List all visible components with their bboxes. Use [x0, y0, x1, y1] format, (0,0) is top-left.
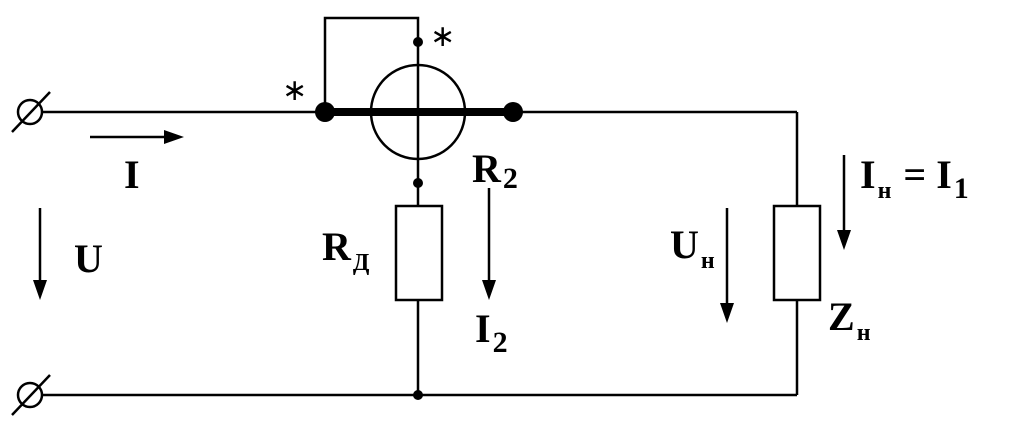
node-voltage-top	[413, 37, 423, 47]
node-bottom-junction	[413, 390, 423, 400]
arrow-meter-current	[482, 188, 496, 300]
load-impedance	[772, 204, 822, 302]
label-load-voltage: Uн	[670, 222, 715, 274]
label-added-resistor: RД	[322, 224, 370, 276]
star-mark-voltage: ∗	[430, 19, 455, 54]
arrow-source-voltage	[33, 208, 47, 300]
arrow-load-voltage	[720, 208, 734, 323]
resistor-rd	[394, 204, 444, 302]
node-voltage-bottom	[413, 178, 423, 188]
arrow-source-current	[90, 130, 184, 144]
label-load-current: Iн= I1	[860, 152, 969, 205]
voltage-coil-jumper	[323, 16, 420, 112]
node-current-in	[315, 102, 335, 122]
label-source-current: I	[124, 152, 140, 197]
label-meter-resistance: R2	[472, 146, 518, 195]
node-current-out	[503, 102, 523, 122]
arrow-load-current	[837, 155, 851, 250]
label-source-voltage: U	[74, 236, 103, 281]
wattmeter-circle	[369, 63, 467, 161]
star-mark-current: ∗	[282, 73, 307, 108]
label-load-impedance: Zн	[828, 294, 871, 346]
label-meter-current: I2	[475, 306, 508, 359]
